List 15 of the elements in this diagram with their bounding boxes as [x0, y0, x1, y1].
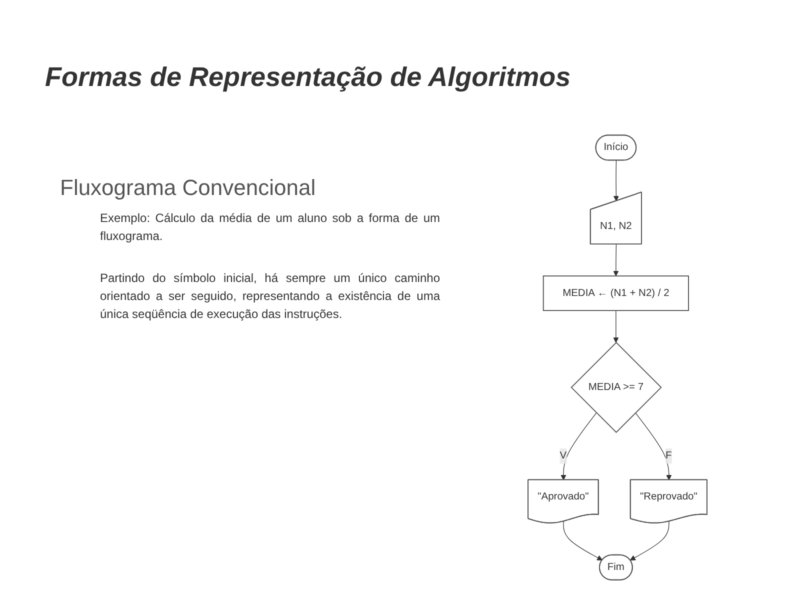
arrow — [630, 521, 670, 560]
bullet-heading: Fluxograma Convencional — [60, 175, 317, 201]
arrow — [560, 412, 597, 480]
node-box: MEDIA ← (N1 + N2) / 2 — [542, 275, 689, 311]
bullet-text: Exemplo: Cálculo da média de um aluno sob a forma de um fluxograma. — [100, 210, 440, 245]
slide-title: Formas de Representação de Algoritmos — [45, 62, 571, 93]
edge-label: V — [560, 450, 567, 462]
bullet-text: Partindo do símbolo inicial, há sempre um único caminho orientado a ser seguido, representando a existência de uma única seqüência de execução das instruções. — [100, 270, 440, 323]
arrow — [635, 412, 672, 480]
node-diamond: MEDIA >= 7 — [570, 342, 662, 433]
arrow — [613, 244, 619, 276]
arrow — [613, 160, 619, 202]
edge-label: F — [666, 450, 672, 462]
arrow — [563, 521, 603, 560]
arrow — [613, 310, 619, 343]
